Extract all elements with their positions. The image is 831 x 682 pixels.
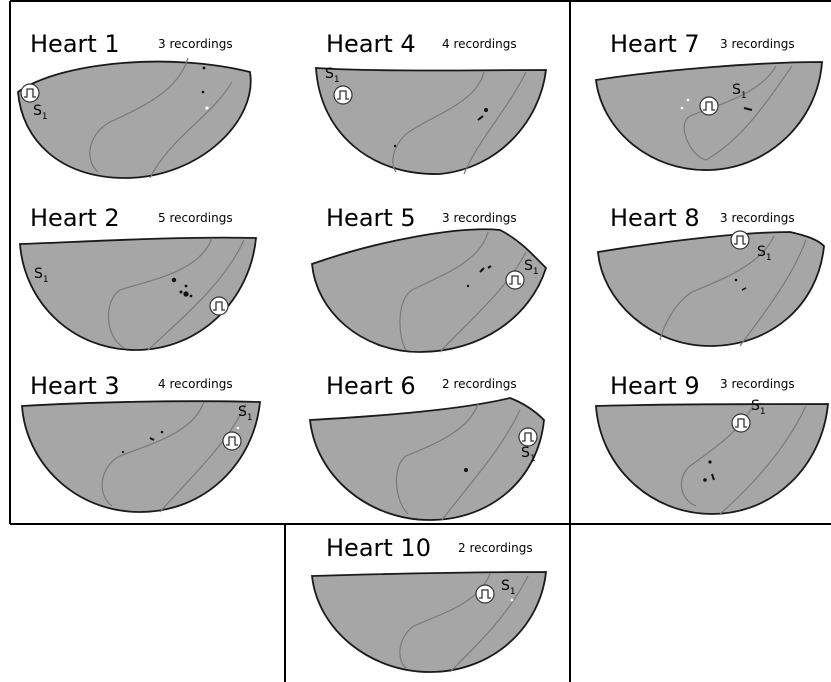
heart-tissue-shape — [596, 62, 822, 170]
heart-tissue-shape — [312, 229, 546, 352]
recording-site — [122, 451, 124, 453]
recording-site — [180, 291, 183, 294]
panel-heart-6: Heart 6 2 recordings S1 — [310, 372, 544, 520]
stimulus-pulse-icon — [700, 97, 718, 115]
stimulus-pulse-icon — [476, 585, 494, 603]
recording-site — [161, 431, 164, 434]
panel-title: Heart 1 — [30, 30, 120, 58]
recording-site — [467, 285, 469, 287]
recording-site — [205, 106, 208, 109]
recording-site — [202, 91, 205, 94]
recording-site — [464, 468, 468, 472]
recordings-count: 4 recordings — [158, 377, 233, 391]
heart-tissue-shape — [596, 404, 828, 514]
recording-site — [735, 279, 738, 282]
recording-site — [185, 285, 188, 288]
panel-heart-1: Heart 1 3 recordings S1 — [18, 30, 251, 178]
recording-site — [190, 295, 193, 298]
heart-tissue-shape — [18, 62, 251, 178]
recordings-count: 3 recordings — [158, 37, 233, 51]
heart-tissue-shape — [310, 398, 544, 520]
stimulus-pulse-icon — [210, 297, 228, 315]
recordings-count: 4 recordings — [442, 37, 517, 51]
recordings-count: 3 recordings — [720, 377, 795, 391]
recording-site — [708, 460, 711, 463]
panel-heart-5: Heart 5 3 recordings S1 — [312, 204, 546, 352]
heart-tissue-shape — [22, 401, 260, 512]
panel-heart-4: Heart 4 4 recordings S1 — [316, 30, 546, 174]
recording-site — [687, 99, 690, 102]
panel-heart-3: Heart 3 4 recordings S1 — [22, 372, 260, 512]
heart-tissue-shape — [316, 68, 546, 174]
recordings-count: 2 recordings — [458, 541, 533, 555]
panel-heart-10: Heart 10 2 recordings S1 — [312, 534, 546, 672]
recording-site — [703, 478, 707, 482]
recording-site — [511, 599, 514, 602]
recording-site — [237, 427, 239, 429]
stimulus-pulse-icon — [334, 86, 352, 104]
recording-site — [484, 108, 488, 112]
panel-title: Heart 7 — [610, 30, 700, 58]
panel-heart-9: Heart 9 3 recordings S1 — [596, 372, 828, 514]
stimulus-pulse-icon — [223, 432, 241, 450]
recordings-count: 3 recordings — [720, 37, 795, 51]
panel-title: Heart 9 — [610, 372, 700, 400]
panel-title: Heart 6 — [326, 372, 416, 400]
recordings-count: 3 recordings — [720, 211, 795, 225]
recording-site — [172, 278, 176, 282]
panel-heart-7: Heart 7 3 recordings S1 — [596, 30, 822, 170]
panel-title: Heart 4 — [326, 30, 416, 58]
recording-site — [183, 291, 188, 296]
panel-title: Heart 8 — [610, 204, 700, 232]
heart-tissue-shape — [598, 232, 824, 346]
recordings-count: 2 recordings — [442, 377, 517, 391]
stimulus-pulse-icon — [732, 414, 750, 432]
panel-title: Heart 5 — [326, 204, 416, 232]
recording-site — [394, 145, 396, 147]
recording-site — [203, 67, 206, 70]
panel-heart-2: Heart 2 5 recordings S1 — [20, 204, 256, 350]
heart-tissue-shape — [20, 238, 256, 350]
stimulus-pulse-icon — [21, 84, 39, 102]
stimulus-pulse-icon — [519, 428, 537, 446]
recordings-count: 5 recordings — [158, 211, 233, 225]
recording-site — [681, 107, 684, 110]
panel-title: Heart 10 — [326, 534, 431, 562]
stimulus-pulse-icon — [506, 271, 524, 289]
panel-heart-8: Heart 8 3 recordings S1 — [598, 204, 824, 346]
panel-title: Heart 3 — [30, 372, 120, 400]
recordings-count: 3 recordings — [442, 211, 517, 225]
panel-title: Heart 2 — [30, 204, 120, 232]
stimulus-pulse-icon — [731, 231, 749, 249]
